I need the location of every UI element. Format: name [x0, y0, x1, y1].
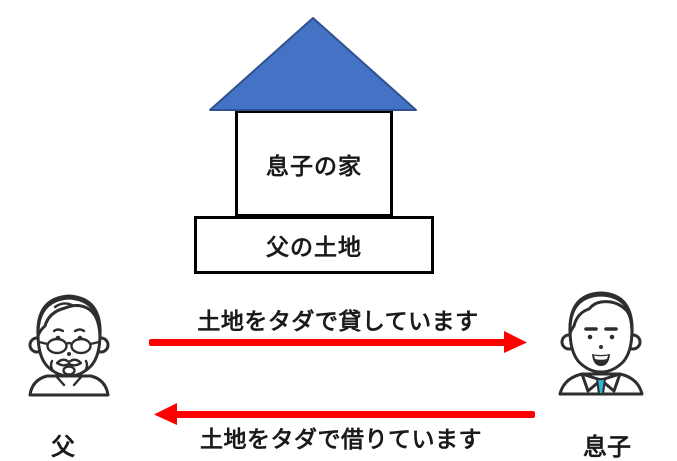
young-man-face-icon	[558, 291, 644, 396]
borrow-arrow-left-icon	[154, 403, 535, 425]
father-label: 父	[51, 434, 75, 461]
lend-arrow-label: 土地をタダで貸しています	[197, 308, 479, 334]
lend-arrow-right-icon	[149, 331, 527, 353]
house-body-label: 息子の家	[266, 152, 362, 179]
house-roof	[209, 17, 417, 111]
elderly-man-face-icon	[28, 294, 110, 397]
land-box: 父の土地	[194, 216, 434, 274]
roof-triangle	[209, 17, 417, 111]
son-label: 息子	[583, 434, 631, 461]
lend-arrow-shape	[149, 331, 527, 353]
borrow-arrow-shape	[154, 403, 535, 425]
house-body-box: 息子の家	[235, 110, 393, 217]
land-label: 父の土地	[266, 234, 362, 260]
borrow-arrow-label: 土地をタダで借りています	[200, 426, 482, 452]
